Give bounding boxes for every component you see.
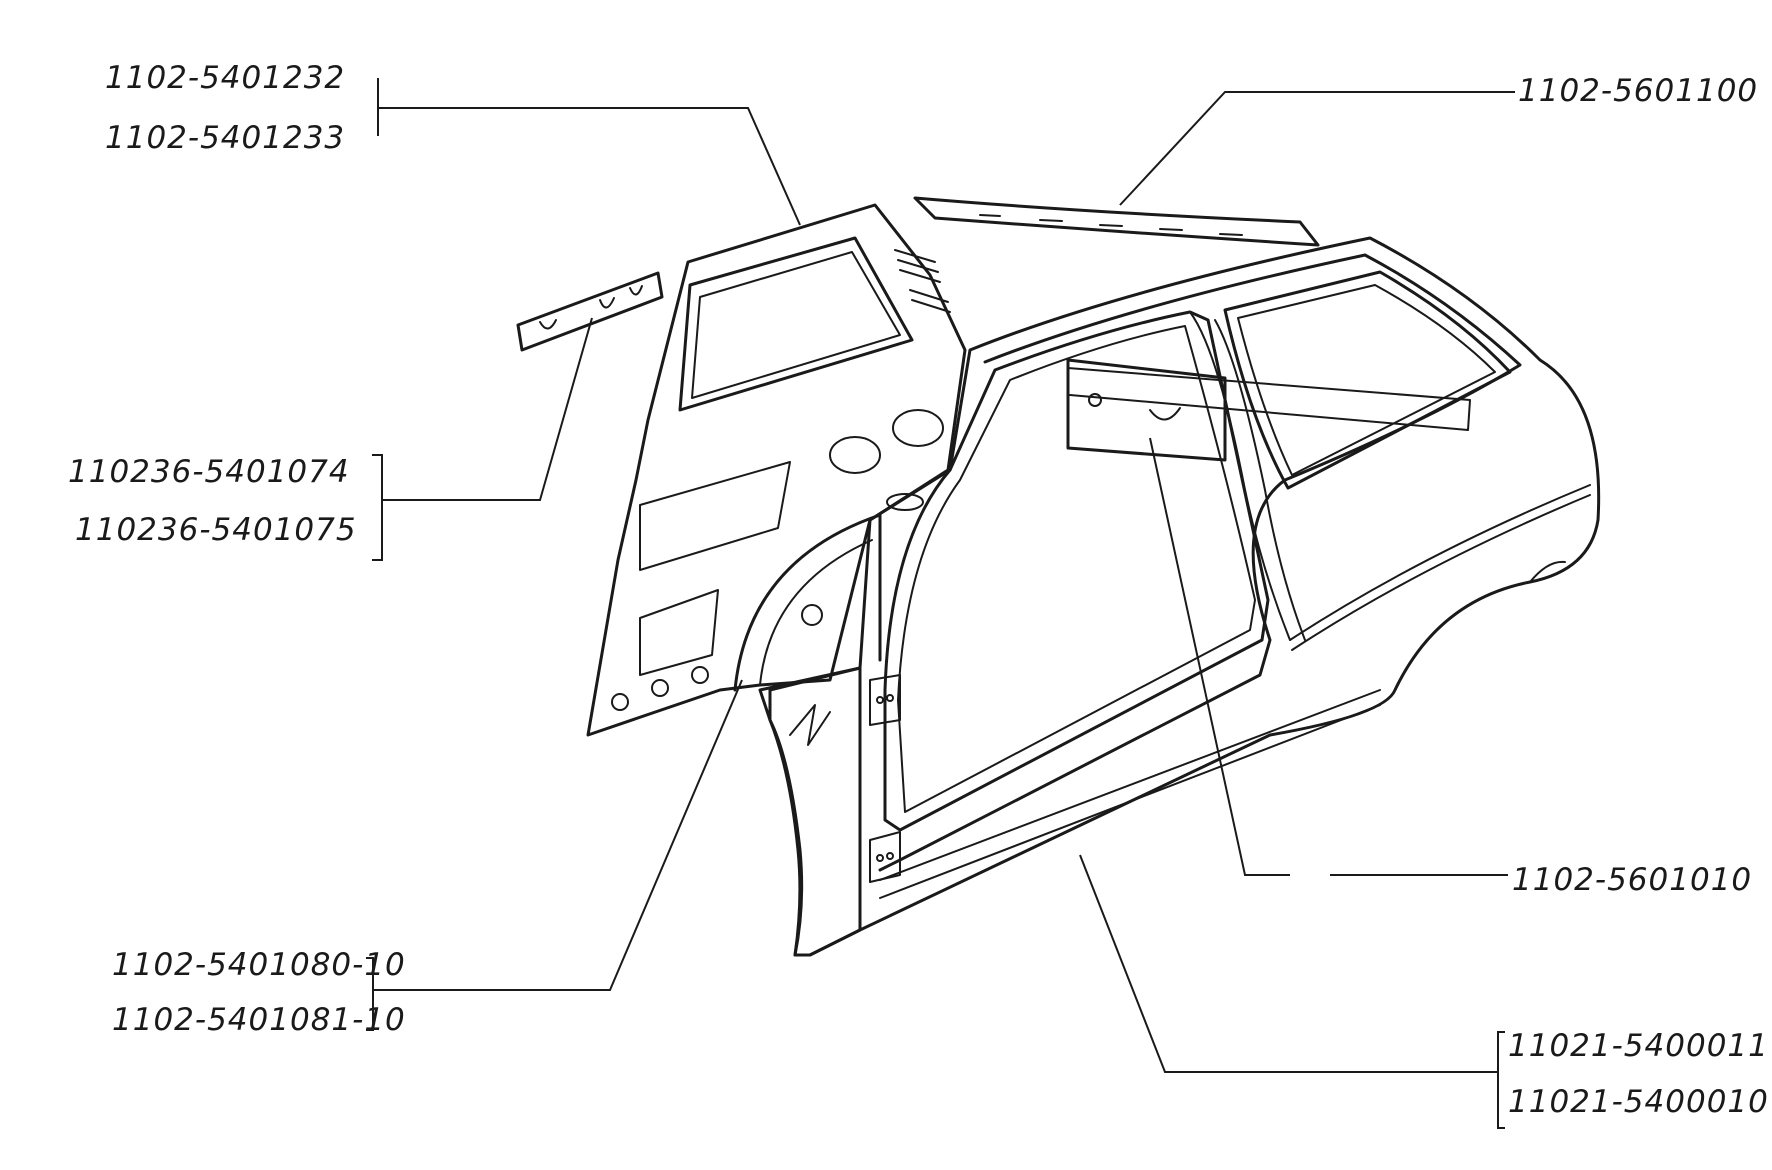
leader-roof-rail: [1119, 91, 1515, 206]
body-side-assembly: [758, 236, 1601, 957]
leader-side-assembly: [1079, 854, 1498, 1073]
label-reinforcement-right: 110236-5401075: [75, 512, 357, 548]
leader-inner-panel: [1149, 437, 1508, 876]
label-side-assembly-b: 11021-5400010: [1508, 1084, 1769, 1120]
bracket-wheel-arch: [366, 957, 374, 1031]
leader-reinforcement: [382, 317, 593, 501]
bracket-side-assembly: [1497, 1031, 1505, 1129]
label-rear-panel-left: 1102-5401232: [105, 60, 345, 96]
label-rear-panel-right: 1102-5401233: [105, 120, 345, 156]
rear-quarter-inner-panel: [586, 203, 967, 737]
label-inner-panel: 1102-5601010: [1512, 862, 1752, 898]
bracket-reinforcement: [372, 454, 383, 561]
leader-wheel-arch: [373, 679, 743, 991]
label-wheel-arch-left: 1102-5401080-10: [112, 947, 406, 983]
label-side-assembly-a: 11021-5400011: [1508, 1028, 1769, 1064]
label-roof-rail: 1102-5601100: [1518, 73, 1758, 109]
reinforcement-strip: [516, 271, 664, 352]
roof-rail-part: [913, 196, 1320, 247]
label-reinforcement-left: 110236-5401074: [68, 454, 350, 490]
leader-rear-panel: [378, 107, 801, 226]
label-wheel-arch-right: 1102-5401081-10: [112, 1002, 406, 1038]
